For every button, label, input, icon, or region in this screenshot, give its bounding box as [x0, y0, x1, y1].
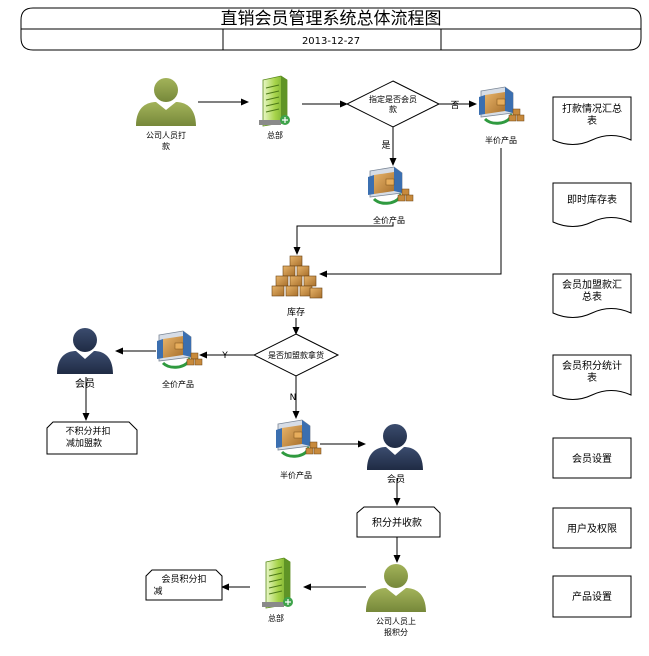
page-title: 直销会员管理系统总体流程图	[221, 9, 442, 29]
node-half-price-top: 半价产品	[477, 85, 526, 145]
svg-text:半价产品: 半价产品	[280, 470, 312, 480]
node-inventory: 库存	[271, 255, 323, 318]
truck-icon	[155, 329, 204, 369]
svg-text:即时库存表: 即时库存表	[567, 193, 617, 206]
setting-box: 用户及权限	[552, 507, 632, 549]
decision-member-payment: 指定是否会员 款 否 是	[345, 80, 460, 151]
node-staff-pay: 公司人员打 款	[136, 78, 196, 151]
server-icon	[261, 557, 294, 609]
svg-text:会员: 会员	[75, 377, 95, 390]
doc-points-deduct: 会员积分扣 减	[145, 569, 223, 601]
report-document: 即时库存表	[552, 182, 632, 227]
svg-text:减加盟款: 减加盟款	[66, 437, 102, 449]
decision-no-label: N	[290, 393, 297, 403]
person-icon	[366, 564, 426, 612]
settings-column: 会员设置 用户及权限 产品设置	[552, 437, 632, 618]
node-member-left: 会员	[57, 328, 113, 390]
setting-box: 产品设置	[552, 575, 632, 618]
svg-text:会员积分扣: 会员积分扣	[161, 573, 206, 585]
node-hq-bottom: 总部	[261, 557, 294, 623]
header: 直销会员管理系统总体流程图 2013-12-27	[20, 7, 642, 51]
node-full-price-top: 全价产品	[366, 165, 415, 225]
report-document: 会员加盟款汇 总表	[552, 273, 632, 318]
decision-no-label: 否	[450, 100, 459, 111]
node-staff-report: 公司人员上 报积分	[366, 564, 426, 637]
svg-text:用户及权限: 用户及权限	[567, 522, 617, 535]
svg-text:会员设置: 会员设置	[572, 452, 612, 465]
setting-box: 会员设置	[552, 437, 632, 479]
connectors	[82, 98, 502, 591]
doc-points-collect: 积分并收款	[356, 506, 441, 538]
svg-text:总表: 总表	[582, 290, 602, 303]
page-date: 2013-12-27	[302, 36, 360, 47]
node-half-price-mid: 半价产品	[274, 418, 323, 480]
svg-text:减: 减	[153, 585, 162, 597]
doc-no-points: 不积分并扣 减加盟款	[46, 421, 138, 455]
report-document: 会员积分统计 表	[552, 354, 632, 400]
svg-text:公司人员上: 公司人员上	[376, 617, 416, 626]
truck-icon	[274, 418, 323, 458]
svg-text:款: 款	[162, 141, 170, 151]
svg-text:全价产品: 全价产品	[162, 379, 194, 389]
svg-text:指定是否会员: 指定是否会员	[369, 94, 417, 104]
truck-icon	[477, 85, 526, 125]
node-hq-top: 总部	[258, 75, 291, 140]
svg-text:半价产品: 半价产品	[485, 135, 517, 145]
reports-column: 打款情况汇总 表 即时库存表 会员加盟款汇 总表 会员积分统计 表	[552, 96, 632, 400]
svg-text:款: 款	[389, 104, 397, 114]
svg-text:库存: 库存	[287, 306, 305, 318]
decision-yes-label: 是	[381, 140, 390, 151]
svg-text:总部: 总部	[267, 130, 283, 140]
svg-text:是否加盟款拿货: 是否加盟款拿货	[268, 350, 324, 360]
truck-icon	[366, 165, 415, 205]
svg-text:会员积分统计: 会员积分统计	[562, 359, 622, 372]
svg-text:表: 表	[587, 371, 597, 384]
decision-franchise-fee: 是否加盟款拿货 Y N	[221, 333, 340, 403]
person-icon	[57, 328, 113, 374]
svg-text:全价产品: 全价产品	[373, 215, 405, 225]
arrow-half-to-inventory	[319, 148, 502, 278]
node-member-mid: 会员	[367, 424, 423, 485]
svg-text:会员: 会员	[387, 473, 405, 485]
arrow-full-to-inventory	[293, 222, 394, 255]
svg-text:打款情况汇总: 打款情况汇总	[562, 102, 622, 115]
svg-text:不积分并扣: 不积分并扣	[65, 425, 110, 437]
server-icon	[258, 75, 291, 127]
svg-text:公司人员打: 公司人员打	[146, 130, 186, 140]
report-document: 打款情况汇总 表	[552, 96, 632, 145]
svg-text:表: 表	[587, 114, 597, 127]
svg-text:积分并收款: 积分并收款	[372, 516, 422, 529]
person-icon	[136, 78, 196, 126]
svg-text:产品设置: 产品设置	[572, 590, 612, 603]
svg-text:总部: 总部	[268, 613, 284, 623]
node-full-price-left: 全价产品	[155, 329, 204, 389]
svg-text:报积分: 报积分	[384, 627, 408, 637]
boxes-icon	[271, 255, 323, 299]
person-icon	[367, 424, 423, 470]
svg-text:会员加盟款汇: 会员加盟款汇	[562, 278, 622, 291]
decision-yes-label: Y	[221, 351, 228, 361]
